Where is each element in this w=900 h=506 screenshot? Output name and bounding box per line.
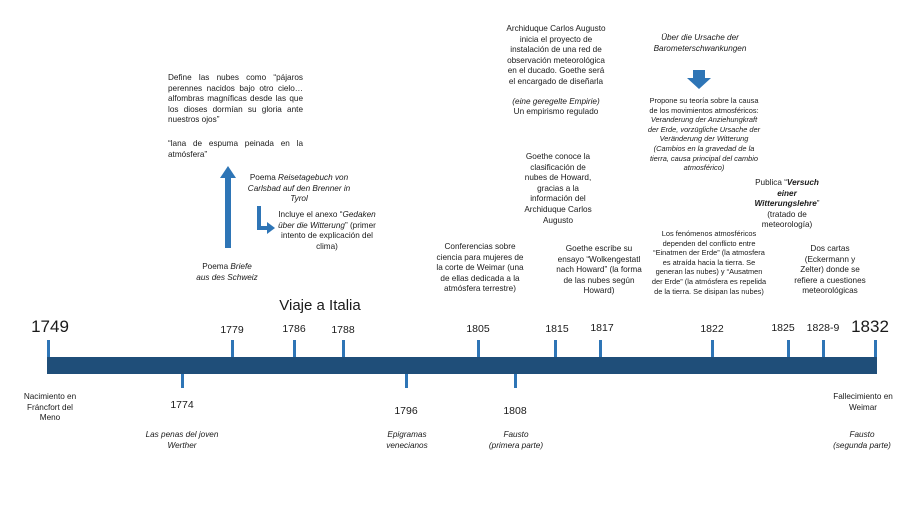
event-annex: Incluye el anexo “Gedaken über die Witte… — [278, 210, 376, 251]
event-carlos-augusto: Archiduque Carlos Augusto inicia el proy… — [506, 24, 606, 117]
event-reise: Poema Reisetagebuch von Carlsbad auf den… — [247, 173, 351, 204]
year-label: 1786 — [282, 323, 306, 335]
year-label: 1808 — [503, 405, 527, 417]
event-wolkengestalt: Goethe escribe su ensayo “Wolkengestatl … — [556, 244, 642, 296]
event-fenomenos: Los fenómenos atmosféricos dependen del … — [651, 229, 767, 296]
event-birth: Nacimiento en Fráncfort del Meno — [23, 392, 77, 423]
event-werther: Las penas del joven Werther — [145, 430, 219, 450]
arrow-down-icon — [687, 70, 711, 89]
tick-1788 — [341, 340, 345, 357]
event-fausto-2: Fausto (segunda parte) — [826, 430, 898, 451]
event-publica: Publica “Versuch einer Witterungslehre” … — [754, 178, 820, 230]
year-label: 1815 — [545, 323, 569, 335]
timeline-bar — [47, 357, 877, 374]
tick-1774 — [180, 374, 184, 388]
event-death: Fallecimiento en Weimar — [833, 392, 893, 412]
event-clouds-quote: Define las nubes como “pájaros perennes … — [168, 73, 303, 125]
event-howard: Goethe conoce la clasificación de nubes … — [524, 152, 592, 225]
year-label: 1828-9 — [806, 322, 840, 334]
tick-1832 — [873, 340, 877, 357]
year-label: 1822 — [700, 323, 724, 335]
fausto2-sub: (segunda parte) — [833, 440, 891, 450]
event-dos-cartas: Dos cartas (Eckermann y Zelter) donde se… — [794, 244, 866, 296]
event-clouds-quote-2: “lana de espuma peinada en la atmósfera” — [168, 139, 303, 159]
year-label: 1788 — [331, 324, 355, 336]
tick-1815 — [553, 340, 557, 357]
tick-1779 — [230, 340, 234, 357]
event-conferencias: Conferencias sobre ciencia para mujeres … — [436, 242, 524, 294]
tick-1828 — [821, 340, 825, 357]
year-label: 1779 — [220, 324, 244, 336]
tick-1822 — [710, 340, 714, 357]
tick-1817 — [598, 340, 602, 357]
tick-1825 — [786, 340, 790, 357]
event-propone: Propone su teoría sobre la causa de los … — [647, 96, 761, 173]
event-briefe: Poema Briefe aus des Schweiz — [196, 262, 258, 282]
tick-1796 — [404, 374, 408, 388]
fausto2-title: Fausto — [849, 430, 875, 439]
year-label: 1805 — [466, 323, 490, 335]
year-label: 1749 — [31, 317, 69, 336]
tick-1749 — [46, 340, 50, 357]
arrow-up-icon — [220, 166, 236, 248]
year-label: 1825 — [771, 322, 795, 334]
tick-1805 — [476, 340, 480, 357]
year-label: 1832 — [851, 317, 889, 336]
year-label: 1817 — [590, 322, 614, 334]
year-label: 1796 — [394, 405, 418, 417]
tick-1786 — [292, 340, 296, 357]
fausto1-title: Fausto — [503, 430, 529, 439]
event-fausto-1: Fausto (primera parte) — [480, 430, 552, 451]
event-epigramas: Epigramas venecianos — [386, 430, 428, 450]
trip-title: Viaje a Italia — [279, 297, 361, 314]
year-label: 1774 — [170, 399, 194, 411]
fausto1-sub: (primera parte) — [488, 440, 544, 450]
tick-1808 — [513, 374, 517, 388]
bent-arrow-icon — [257, 206, 275, 234]
event-ursache: Über die Ursache der Barometerschwankung… — [653, 33, 747, 53]
